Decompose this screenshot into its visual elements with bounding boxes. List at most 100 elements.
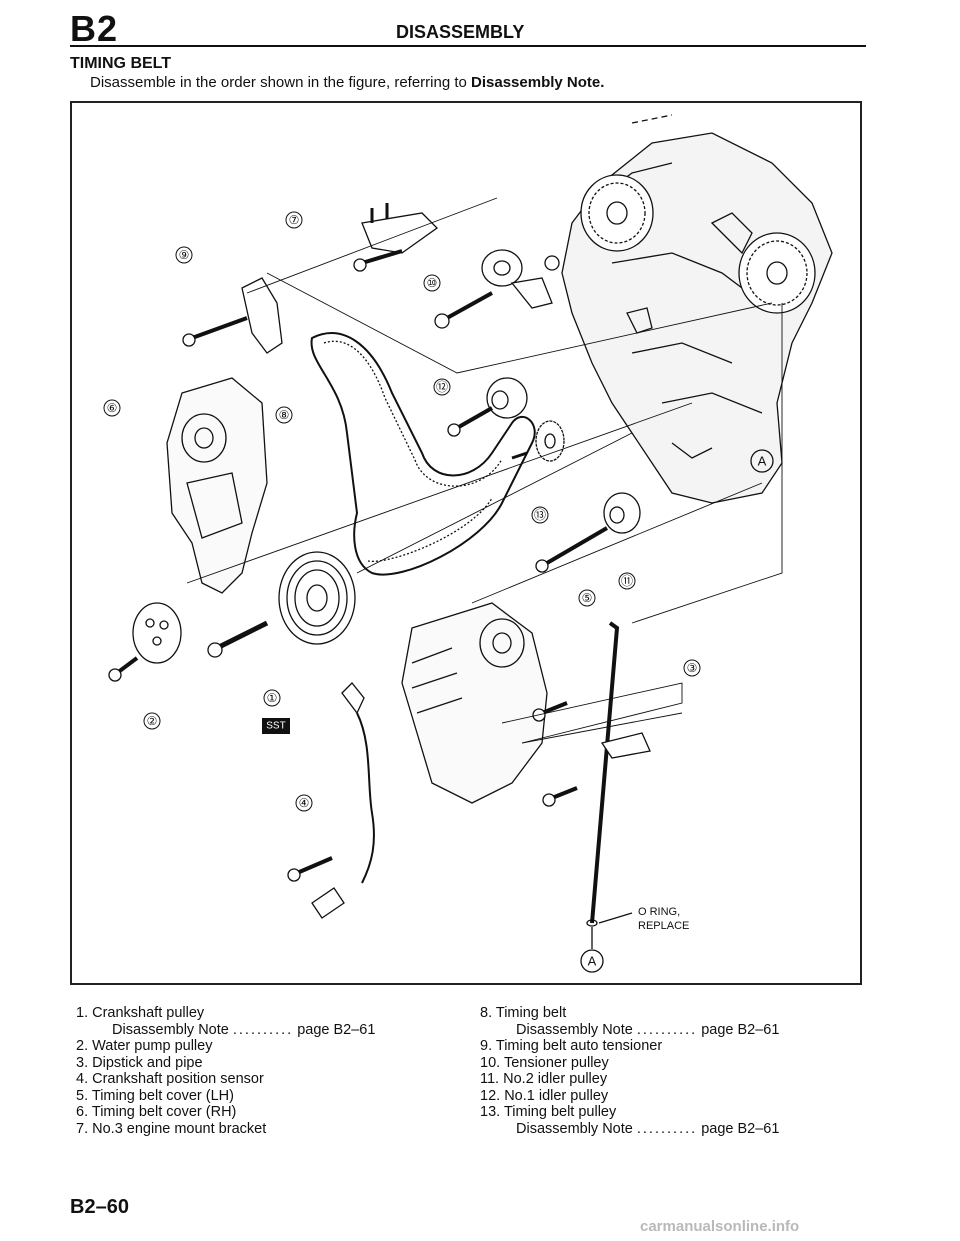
exploded-view-figure: ① ② ③ ④ ⑤ ⑥ ⑦ ⑧ ⑨ ⑩ ⑪ ⑫ ⑬ SST bbox=[70, 101, 862, 985]
callout-circles bbox=[103, 211, 701, 812]
legend-text: Timing belt auto tensioner bbox=[495, 1038, 663, 1054]
callout-6: ⑥ bbox=[107, 401, 118, 415]
legend-item: 12. No.1 idler pulley bbox=[480, 1088, 779, 1105]
intro-bold: Disassembly Note. bbox=[471, 74, 605, 91]
no2-idler-pulley bbox=[535, 492, 641, 573]
legend-item: 4. Crankshaft position sensor bbox=[76, 1071, 375, 1088]
legend-num: 4. bbox=[76, 1071, 89, 1087]
sst-label: SST bbox=[266, 721, 285, 732]
legend-item: 1. Crankshaft pulley bbox=[76, 1005, 375, 1022]
legend-text: No.1 idler pulley bbox=[504, 1087, 609, 1104]
legend-item: 11. No.2 idler pulley bbox=[480, 1071, 779, 1088]
section-code: B2 bbox=[70, 8, 119, 49]
crank-position-sensor bbox=[287, 682, 375, 919]
tensioner-pulley bbox=[434, 249, 560, 329]
callout-4: ④ bbox=[299, 796, 310, 810]
legend-item: 7. No.3 engine mount bracket bbox=[76, 1121, 375, 1138]
legend-num: 1. bbox=[76, 1005, 89, 1021]
timing-belt-cover-lh bbox=[401, 602, 548, 804]
view-markers: A A bbox=[580, 449, 774, 973]
legend-text: Crankshaft position sensor bbox=[92, 1071, 264, 1087]
view-marker-top: A bbox=[758, 454, 767, 469]
callout-3: ③ bbox=[687, 661, 698, 675]
note-dots: .......... bbox=[636, 1120, 698, 1137]
note-dots: .......... bbox=[636, 1021, 698, 1038]
note-label: Disassembly Note bbox=[516, 1021, 633, 1038]
callout-11: ⑪ bbox=[621, 574, 633, 588]
callout-2: ② bbox=[147, 714, 158, 728]
legend-text: No.2 idler pulley bbox=[503, 1071, 608, 1087]
note-page: page B2–61 bbox=[701, 1120, 780, 1137]
legend-item: 5. Timing belt cover (LH) bbox=[76, 1088, 375, 1105]
legend-item: 9. Timing belt auto tensioner bbox=[480, 1038, 779, 1055]
legend-text: Water pump pulley bbox=[92, 1038, 213, 1054]
legend-num: 8. bbox=[480, 1005, 493, 1021]
o-ring-note-line1: O RING, bbox=[638, 906, 680, 918]
legend-text: Timing belt cover (RH) bbox=[91, 1104, 237, 1120]
callout-10: ⑩ bbox=[427, 276, 438, 290]
legend-text: Timing belt cover (LH) bbox=[91, 1087, 234, 1104]
note-label: Disassembly Note bbox=[516, 1120, 633, 1137]
legend-num: 10. bbox=[480, 1054, 501, 1071]
callout-5: ⑤ bbox=[582, 591, 593, 605]
note-label: Disassembly Note bbox=[112, 1021, 229, 1038]
legend-text: Dipstick and pipe bbox=[92, 1054, 203, 1071]
legend-right: 8. Timing belt Disassembly Note ........… bbox=[480, 1005, 779, 1137]
exploded-view-drawing: ① ② ③ ④ ⑤ ⑥ ⑦ ⑧ ⑨ ⑩ ⑪ ⑫ ⑬ SST bbox=[103, 114, 833, 973]
leader-lines bbox=[186, 197, 783, 744]
o-ring-note-line2: REPLACE bbox=[638, 920, 689, 932]
legend-note: Disassembly Note .......... page B2–61 bbox=[480, 1022, 779, 1039]
legend-num: 12. bbox=[480, 1087, 501, 1104]
legend-item: 8. Timing belt bbox=[480, 1005, 779, 1022]
callout-7: ⑦ bbox=[289, 213, 300, 227]
callout-9: ⑨ bbox=[179, 248, 190, 262]
legend-num: 7. bbox=[76, 1120, 89, 1137]
callout-12: ⑫ bbox=[436, 380, 448, 394]
legend-note: Disassembly Note .......... page B2–61 bbox=[480, 1121, 779, 1138]
water-pump-pulley bbox=[108, 602, 182, 682]
intro-prefix: Disassemble in the order shown in the fi… bbox=[90, 74, 472, 91]
legend-text: Timing belt bbox=[495, 1005, 567, 1021]
timing-belt bbox=[310, 332, 536, 576]
legend-num: 6. bbox=[76, 1104, 89, 1120]
legend-num: 5. bbox=[76, 1087, 89, 1104]
no1-idler-pulley bbox=[447, 377, 528, 437]
legend-num: 3. bbox=[76, 1054, 89, 1071]
note-dots: .......... bbox=[232, 1021, 294, 1038]
callout-1: ① bbox=[267, 691, 278, 705]
watermark: carmanualsonline.info bbox=[640, 1218, 800, 1235]
legend-item: 10. Tensioner pulley bbox=[480, 1055, 779, 1072]
timing-belt-cover-rh bbox=[166, 377, 268, 594]
view-marker-bottom: A bbox=[588, 954, 597, 969]
header-divider bbox=[70, 45, 866, 47]
legend-num: 2. bbox=[76, 1038, 89, 1054]
note-page: page B2–61 bbox=[701, 1021, 780, 1038]
legend-note: Disassembly Note .......... page B2–61 bbox=[76, 1022, 375, 1039]
legend-text: Tensioner pulley bbox=[503, 1054, 609, 1071]
callout-8: ⑧ bbox=[279, 408, 290, 422]
legend-num: 9. bbox=[480, 1038, 493, 1054]
sst-badge: SST bbox=[262, 718, 290, 734]
intro-text: Disassemble in the order shown in the fi… bbox=[90, 74, 604, 91]
legend-text: No.3 engine mount bracket bbox=[92, 1120, 267, 1137]
camshaft-pulleys bbox=[580, 174, 816, 314]
page-title: DISASSEMBLY bbox=[396, 22, 525, 42]
legend-left: 1. Crankshaft pulley Disassembly Note ..… bbox=[76, 1005, 375, 1137]
section-title: TIMING BELT bbox=[70, 55, 172, 72]
legend-item: 6. Timing belt cover (RH) bbox=[76, 1104, 375, 1121]
note-page: page B2–61 bbox=[297, 1021, 376, 1038]
page-number: B2–60 bbox=[70, 1196, 129, 1218]
legend-text: Timing belt pulley bbox=[503, 1104, 617, 1120]
callout-13: ⑬ bbox=[534, 508, 546, 522]
legend-num: 11. bbox=[480, 1071, 500, 1087]
auto-tensioner bbox=[182, 277, 283, 354]
legend-item: 3. Dipstick and pipe bbox=[76, 1055, 375, 1072]
legend-text: Crankshaft pulley bbox=[92, 1005, 205, 1021]
legend-num: 13. bbox=[480, 1104, 501, 1120]
legend-item: 2. Water pump pulley bbox=[76, 1038, 375, 1055]
legend-item: 13. Timing belt pulley bbox=[480, 1104, 779, 1121]
engine-mount-bracket bbox=[353, 203, 439, 272]
dipstick-and-pipe bbox=[532, 621, 651, 927]
crankshaft-pulley bbox=[207, 551, 356, 658]
callouts: ① ② ③ ④ ⑤ ⑥ ⑦ ⑧ ⑨ ⑩ ⑪ ⑫ ⑬ bbox=[107, 213, 698, 810]
